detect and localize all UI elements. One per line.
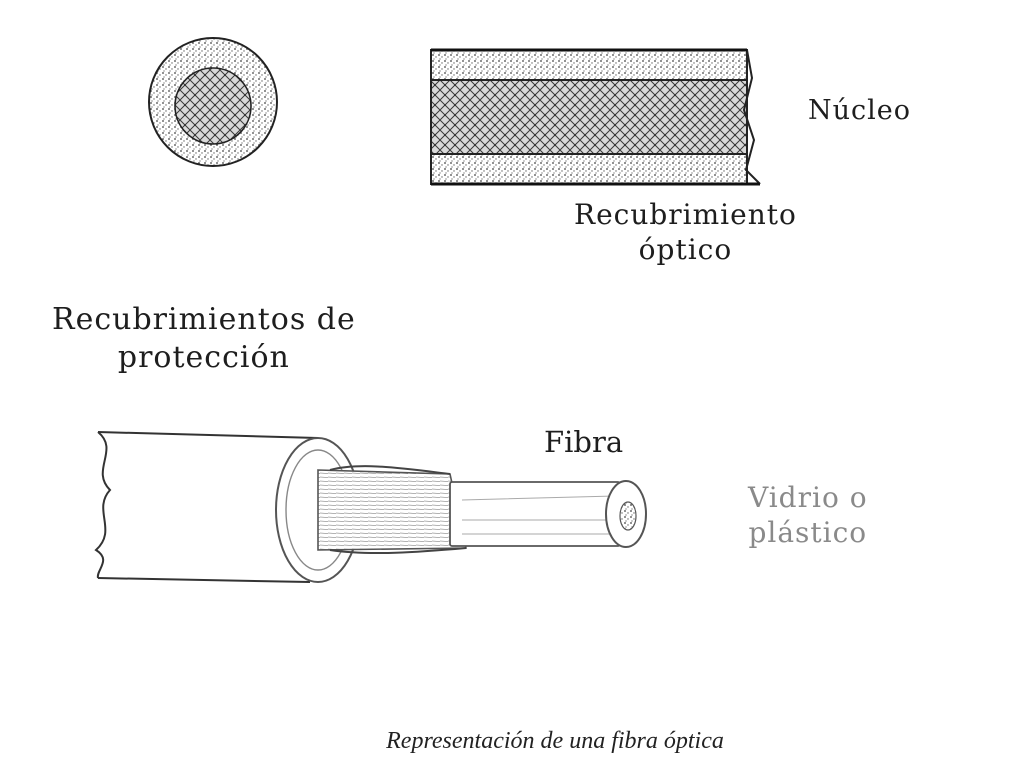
cable-jacket-top-edge — [97, 431, 319, 439]
label-vidrio-plastico: Vidrio o plástico — [748, 480, 868, 550]
longitudinal-core — [430, 79, 748, 155]
label-recubrimiento-optico-line2: óptico — [638, 233, 733, 266]
fiber-core-end — [619, 501, 637, 531]
cable-jacket-cut-edge — [94, 431, 112, 579]
label-fibra: Fibra — [544, 425, 624, 459]
cable-strength-members — [317, 469, 467, 551]
label-recubrimientos-proteccion-line2: protección — [117, 339, 290, 375]
fiber-cable-perspective — [94, 431, 647, 583]
label-vidrio-plastico-line2: plástico — [748, 516, 868, 549]
label-vidrio-plastico-line1: Vidrio o — [748, 481, 868, 514]
fiber-cross-section — [148, 37, 278, 167]
cable-jacket-bottom-edge — [97, 577, 311, 583]
longitudinal-bottom-cladding — [430, 153, 748, 185]
label-nucleo: Núcleo — [808, 95, 912, 126]
longitudinal-top-cladding — [430, 49, 748, 81]
cross-section-core — [174, 67, 252, 145]
label-recubrimiento-optico: Recubrimiento óptico — [574, 197, 797, 267]
cable-inner-buffer — [449, 481, 621, 547]
label-recubrimientos-proteccion: Recubrimientos de protección — [52, 301, 356, 376]
fiber-longitudinal-section — [430, 48, 761, 186]
label-recubrimiento-optico-line1: Recubrimiento — [574, 198, 797, 231]
figure-caption: Representación de una fibra óptica — [386, 728, 724, 754]
label-recubrimientos-proteccion-line1: Recubrimientos de — [52, 302, 356, 337]
